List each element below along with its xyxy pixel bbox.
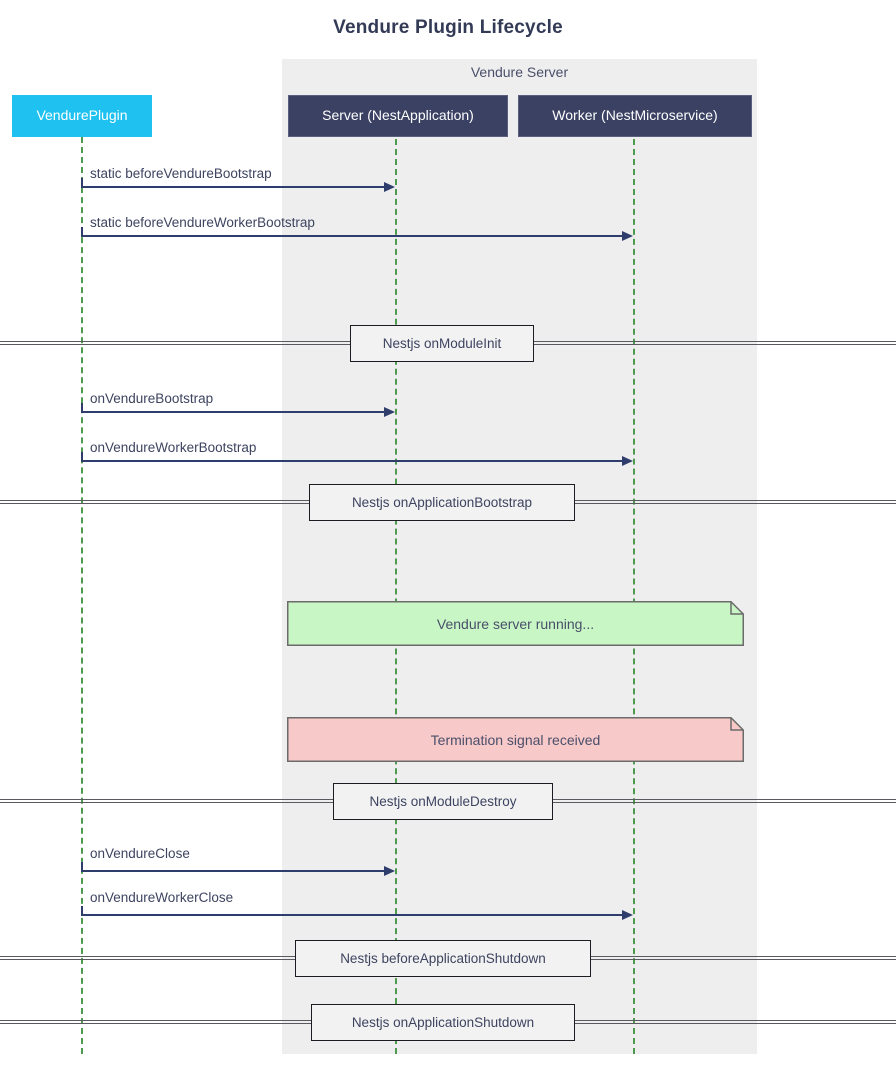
message-tail-2 [81, 403, 83, 412]
divider-box-1: Nestjs onApplicationBootstrap [309, 484, 575, 521]
message-arrowhead-0 [384, 182, 395, 192]
message-arrowhead-3 [622, 456, 633, 466]
note-shape-red [287, 717, 744, 762]
message-tail-5 [81, 906, 83, 915]
message-label-3: onVendureWorkerBootstrap [90, 440, 257, 455]
divider-label-4: Nestjs onApplicationShutdown [351, 1015, 535, 1030]
note-shape-green [287, 601, 744, 646]
message-label-4: onVendureClose [90, 846, 190, 861]
message-arrowhead-4 [384, 866, 395, 876]
message-line-5 [81, 914, 622, 916]
participant-worker[interactable]: Worker (NestMicroservice) [518, 95, 752, 137]
page-title: Vendure Plugin Lifecycle [333, 17, 563, 38]
divider-label-2: Nestjs onModuleDestroy [369, 794, 517, 809]
participant-server-label: Server (NestApplication) [322, 107, 474, 124]
participant-vendureplugin-label: VendurePlugin [36, 107, 128, 124]
message-line-2 [81, 411, 384, 413]
divider-label-1: Nestjs onApplicationBootstrap [351, 495, 533, 510]
note-termination-signal: Termination signal received [287, 717, 744, 762]
message-tail-3 [81, 452, 83, 461]
divider-label-3: Nestjs beforeApplicationShutdown [340, 951, 546, 966]
divider-box-2: Nestjs onModuleDestroy [333, 783, 553, 820]
message-line-3 [81, 460, 622, 462]
divider-box-3: Nestjs beforeApplicationShutdown [295, 940, 591, 977]
lifeline-worker [633, 139, 635, 1054]
message-label-5: onVendureWorkerClose [90, 890, 234, 905]
message-tail-4 [81, 862, 83, 871]
note-server-running: Vendure server running... [287, 601, 744, 646]
message-line-0 [81, 186, 384, 188]
message-arrowhead-2 [384, 407, 395, 417]
note-termination-signal-label: Termination signal received [430, 731, 601, 748]
participant-worker-label: Worker (NestMicroservice) [552, 107, 718, 124]
message-line-4 [81, 870, 384, 872]
message-label-0: static beforeVendureBootstrap [90, 166, 272, 181]
group-vendure-server [282, 59, 757, 1054]
participant-vendureplugin[interactable]: VendurePlugin [12, 95, 152, 137]
message-arrowhead-1 [622, 231, 633, 241]
message-line-1 [81, 235, 622, 237]
message-tail-0 [81, 178, 83, 187]
message-arrowhead-5 [622, 910, 633, 920]
divider-label-0: Nestjs onModuleInit [382, 336, 502, 351]
message-tail-1 [81, 227, 83, 236]
participant-server[interactable]: Server (NestApplication) [288, 95, 508, 137]
message-label-1: static beforeVendureWorkerBootstrap [90, 215, 315, 230]
lifeline-server [395, 139, 397, 1054]
group-vendure-server-label: Vendure Server [470, 64, 569, 80]
note-server-running-label: Vendure server running... [436, 615, 595, 632]
message-label-2: onVendureBootstrap [90, 391, 214, 406]
lifeline-plugin [81, 137, 83, 1054]
divider-box-4: Nestjs onApplicationShutdown [311, 1004, 575, 1041]
divider-box-0: Nestjs onModuleInit [350, 325, 534, 362]
